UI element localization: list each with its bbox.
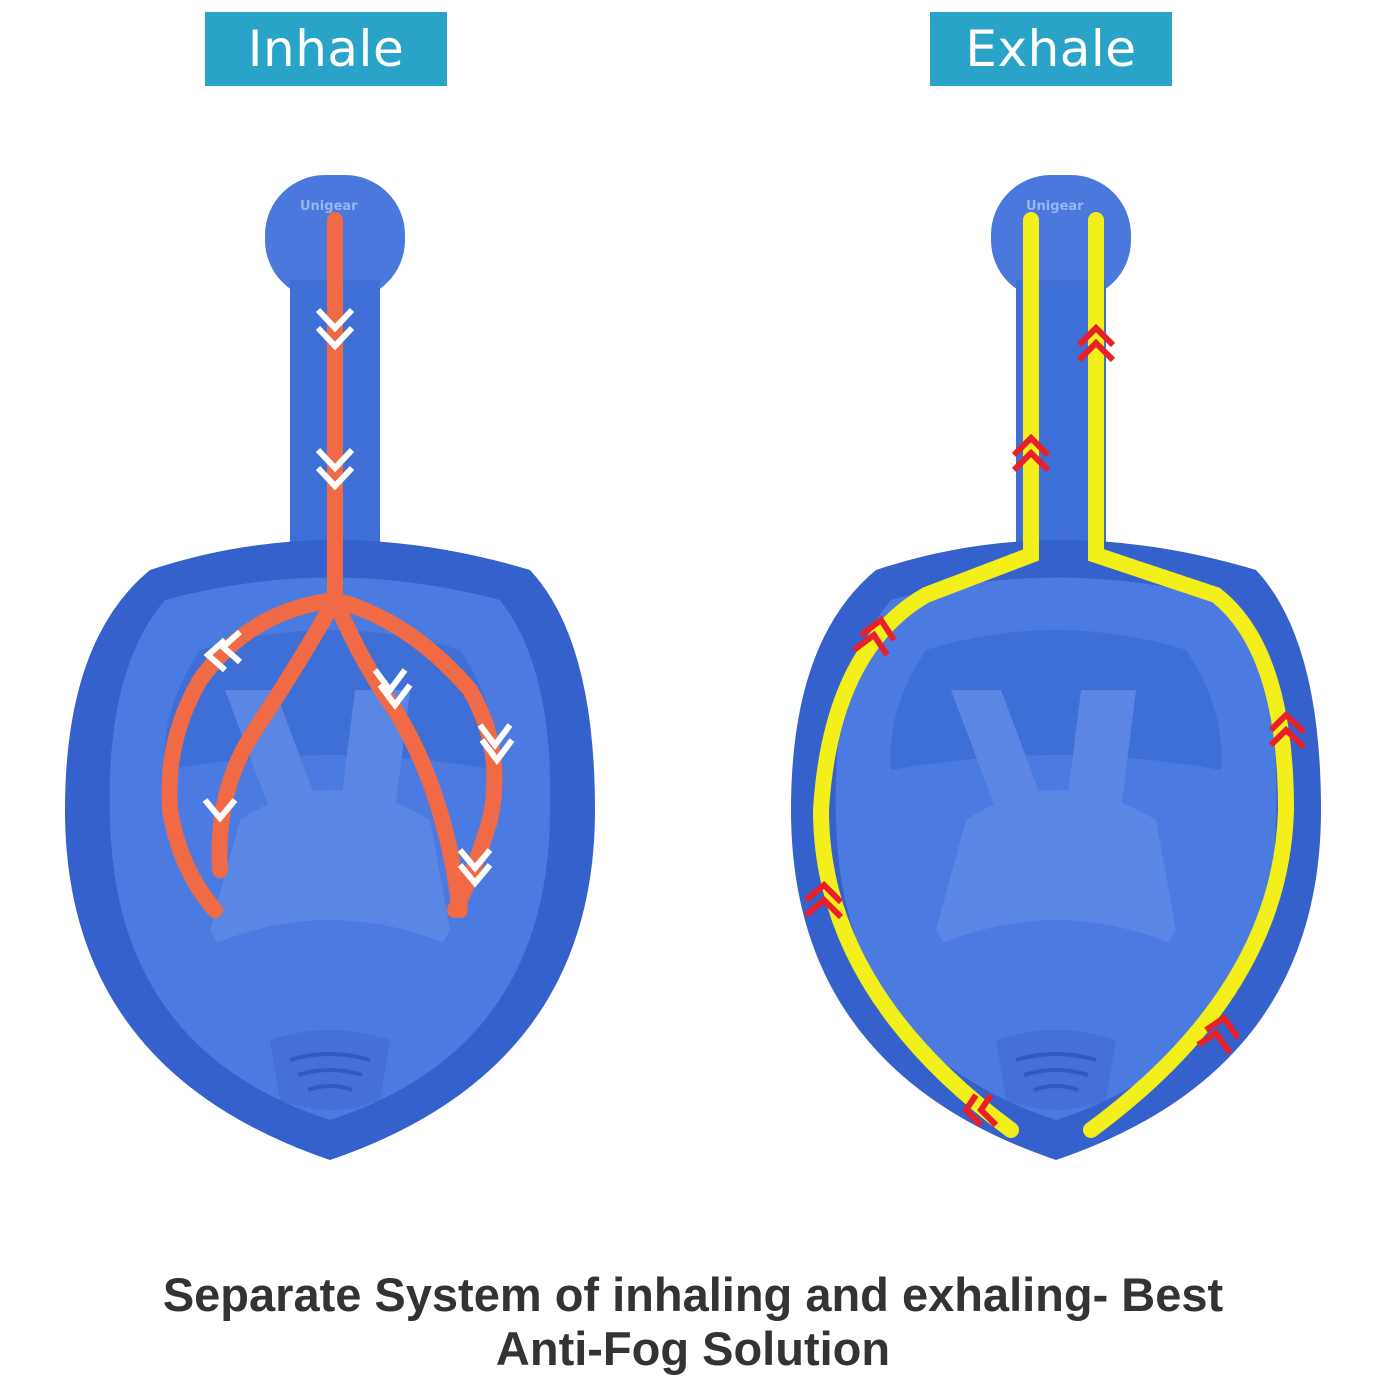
brand-text: Unigear <box>300 199 358 214</box>
exhale-label: Exhale <box>930 12 1172 86</box>
caption-line-1: Separate System of inhaling and exhaling… <box>162 1268 1224 1321</box>
exhale-mask-illustration: Unigear <box>791 175 1321 1160</box>
caption: Separate System of inhaling and exhaling… <box>40 1268 1346 1376</box>
inhale-label: Inhale <box>205 12 447 86</box>
chevron-down-icon <box>202 307 515 888</box>
inhale-mask-figure: Unigear <box>50 170 610 1170</box>
exhale-mask-figure: Unigear <box>776 170 1336 1170</box>
exhale-airflow-path <box>812 212 1295 1138</box>
brand-text: Unigear <box>1026 199 1084 214</box>
chevron-up-icon <box>804 323 1307 1128</box>
caption-line-2: Anti-Fog Solution <box>495 1322 891 1375</box>
inhale-mask-illustration: Unigear <box>65 175 595 1160</box>
